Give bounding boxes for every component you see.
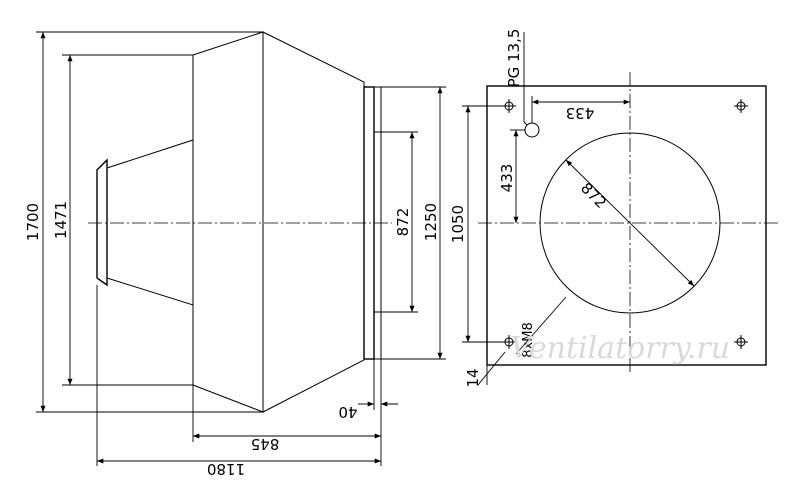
mounting-plate: [486, 85, 767, 366]
front-view: [462, 32, 780, 386]
dim-body-length: 845: [251, 435, 280, 453]
housing-rear: [262, 31, 365, 413]
dim-offset-horizontal: 433: [566, 104, 595, 122]
dim-hole-diameter: 872: [577, 179, 610, 212]
bolt-hole: [734, 99, 748, 113]
watermark: Ventilatorry.ru: [510, 331, 730, 366]
dim-flange-outer: 1250: [422, 203, 440, 241]
dim-inlet-height: 1471: [52, 201, 70, 239]
dim-overall-length: 1180: [207, 460, 245, 478]
dim-offset-vertical: 433: [498, 164, 516, 193]
label-bolt-holes: 8xM8: [521, 322, 536, 357]
dim-plate-edge: 14: [464, 368, 482, 387]
inlet-cone: [106, 139, 194, 306]
dim-flange-inner: 872: [394, 208, 412, 237]
inlet-lip: [96, 158, 108, 287]
cable-gland: [524, 122, 540, 138]
dim-plate-size: 1050: [449, 205, 467, 243]
housing-front: [192, 31, 264, 413]
side-view: [36, 31, 446, 466]
dim-overall-height: 1700: [24, 203, 42, 241]
dim-flange-thickness: 40: [338, 403, 357, 421]
label-cable-gland: PG 13,5: [505, 29, 523, 88]
bolt-hole: [734, 335, 748, 349]
